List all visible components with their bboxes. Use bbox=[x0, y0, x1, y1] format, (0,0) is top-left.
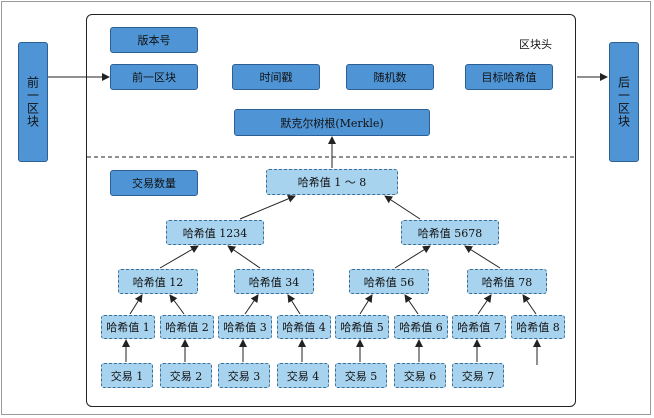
next-block-node: 后一区块 bbox=[609, 42, 639, 162]
hash-1234-node: 哈希值 1234 bbox=[166, 220, 264, 245]
arrow-h4-to-34 bbox=[287, 294, 301, 315]
next-block-label: 后一区块 bbox=[616, 76, 631, 128]
hash-leaf-4: 哈希值 4 bbox=[277, 315, 331, 339]
tx-7-node: 交易 7 bbox=[452, 363, 504, 388]
tx-2-node: 交易 2 bbox=[160, 363, 212, 388]
tx-3-node: 交易 3 bbox=[218, 363, 270, 388]
hash-leaf-6: 哈希值 6 bbox=[394, 315, 448, 339]
arrow-56-to-5678 bbox=[394, 245, 431, 269]
hash-root-node: 哈希值 1 ～ 8 bbox=[266, 169, 398, 195]
arrow-h7-to-78 bbox=[477, 294, 492, 315]
tx-5-node: 交易 5 bbox=[335, 363, 387, 388]
nonce-node: 随机数 bbox=[346, 64, 434, 90]
arrow-h2-to-12 bbox=[169, 294, 185, 315]
hash-leaf-3: 哈希值 3 bbox=[218, 315, 272, 339]
tx-count-node: 交易数量 bbox=[110, 170, 198, 196]
arrow-78-to-5678 bbox=[464, 245, 501, 269]
hash-leaf-5: 哈希值 5 bbox=[335, 315, 389, 339]
hash-leaf-1: 哈希值 1 bbox=[101, 315, 155, 339]
timestamp-node: 时间戳 bbox=[232, 64, 320, 90]
arrow-5678-to-root bbox=[384, 195, 421, 220]
tx-1-node: 交易 1 bbox=[101, 363, 153, 388]
version-node: 版本号 bbox=[110, 27, 198, 53]
arrow-h5-to-56 bbox=[359, 294, 373, 315]
tx-6-node: 交易 6 bbox=[394, 363, 446, 388]
prev-block-label: 前一区块 bbox=[25, 76, 40, 128]
arrow-h3-to-34 bbox=[244, 294, 259, 315]
hash-34-node: 哈希值 34 bbox=[234, 269, 314, 294]
block-container bbox=[86, 14, 576, 407]
arrow-12-to-1234 bbox=[159, 245, 199, 269]
hash-56-node: 哈希值 56 bbox=[349, 269, 429, 294]
arrow-1234-to-root bbox=[239, 195, 296, 220]
tx-4-node: 交易 4 bbox=[277, 363, 329, 388]
hash-leaf-7: 哈希值 7 bbox=[452, 315, 506, 339]
hash-78-node: 哈希值 78 bbox=[467, 269, 547, 294]
arrow-h8-to-78 bbox=[522, 294, 537, 315]
hash-leaf-8: 哈希值 8 bbox=[511, 315, 565, 339]
target-hash-node: 目标哈希值 bbox=[465, 64, 553, 90]
hash-leaf-2: 哈希值 2 bbox=[160, 315, 214, 339]
block-header-label: 区块头 bbox=[519, 38, 552, 51]
prev-hash-node: 前一区块 bbox=[110, 64, 198, 90]
prev-block-node: 前一区块 bbox=[18, 42, 48, 162]
merkle-root-node: 默克尔树根(Merkle) bbox=[234, 109, 430, 136]
arrow-h1-to-12 bbox=[129, 294, 143, 315]
arrow-h6-to-56 bbox=[404, 294, 419, 315]
arrow-34-to-1234 bbox=[227, 245, 261, 269]
hash-12-node: 哈希值 12 bbox=[118, 269, 198, 294]
hash-5678-node: 哈希值 5678 bbox=[401, 220, 499, 245]
